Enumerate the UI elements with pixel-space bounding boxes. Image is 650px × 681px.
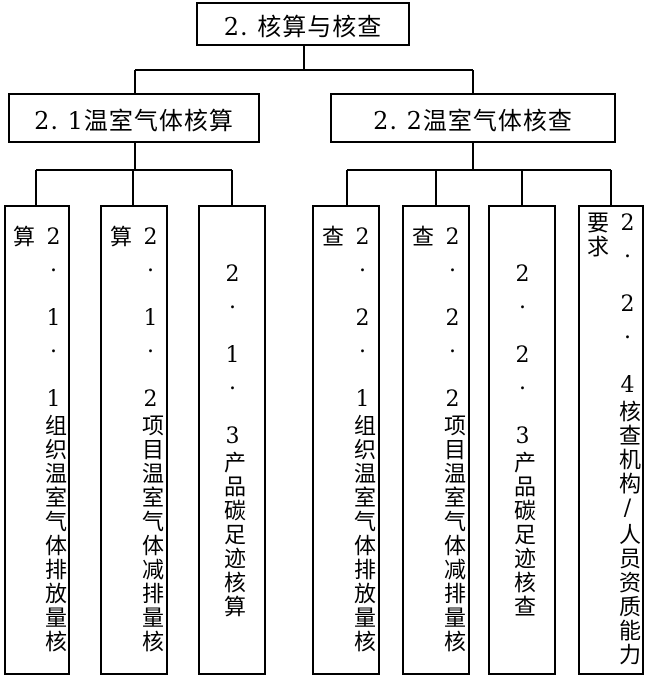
leaf-product-footprint-accounting: 2. 1. 3产品碳足迹核算: [198, 205, 266, 675]
leaf-node-label: 2. 1. 2项目温室气体减排量核算: [106, 225, 163, 654]
leaf-product-footprint-verification: 2. 2. 3产品碳足迹核查: [488, 205, 556, 675]
leaf-node-label: 2. 2. 2项目温室气体减排量核查: [408, 225, 465, 654]
leaf-verifier-qualification: 2. 2. 4核查机构/人员资质能力要求: [578, 205, 644, 675]
leaf-node-label: 2. 2. 1组织温室气体排放量核查: [318, 225, 375, 654]
leaf-node-label: 2. 2. 4核查机构/人员资质能力要求: [583, 211, 640, 667]
leaf-node-label: 2. 2. 3产品碳足迹核查: [510, 261, 535, 619]
branch-node-accounting: 2. 1温室气体核算: [8, 93, 260, 143]
branch-node-label: 2. 2温室气体核查: [373, 106, 573, 135]
leaf-org-emission-accounting: 2. 1. 1组织温室气体排放量核算: [4, 205, 70, 675]
branch-node-verification: 2. 2温室气体核查: [330, 93, 616, 143]
leaf-project-reduction-accounting: 2. 1. 2项目温室气体减排量核算: [100, 205, 168, 675]
branch-node-label: 2. 1温室气体核算: [34, 106, 234, 135]
leaf-project-reduction-verification: 2. 2. 2项目温室气体减排量核查: [402, 205, 470, 675]
leaf-node-label: 2. 1. 1组织温室气体排放量核算: [9, 225, 66, 654]
leaf-node-label: 2. 1. 3产品碳足迹核算: [220, 261, 245, 619]
root-node: 2. 核算与核查: [196, 2, 410, 46]
leaf-org-emission-verification: 2. 2. 1组织温室气体排放量核查: [312, 205, 380, 675]
root-node-label: 2. 核算与核查: [223, 12, 383, 41]
